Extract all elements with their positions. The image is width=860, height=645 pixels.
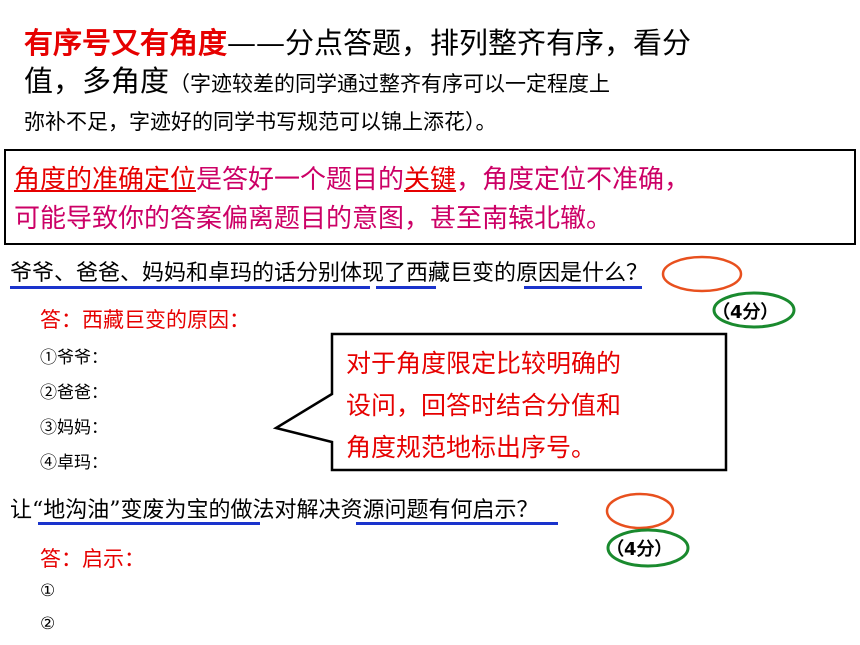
- key-note-box: 角度的准确定位是答好一个题目的关键，角度定位不准确， 可能导致你的答案偏离题目的…: [4, 149, 856, 245]
- key-note-text-1: 是答好一个题目的: [196, 165, 405, 195]
- question-1-item-2: ②爸爸：: [40, 383, 108, 403]
- question-1-circle-mark: [661, 255, 743, 293]
- intro-line-2-note: （字迹较差的同学通过整齐有序可以一定程度上: [169, 72, 611, 96]
- question-1-points-circle: [712, 291, 796, 329]
- callout-bubble: [272, 332, 728, 472]
- question-1-underline-1: [10, 286, 370, 289]
- callout-line-3: 角度规范地标出序号。: [346, 433, 597, 462]
- intro-line-2: 值，多角度（字迹较差的同学通过整齐有序可以一定程度上: [24, 62, 824, 103]
- question-1-underline-2: [376, 286, 436, 289]
- question-2-item-1: ①: [40, 581, 56, 601]
- question-2-item-2: ②: [40, 614, 56, 634]
- question-2-text: 让“地沟油”变废为宝的做法对解决资源问题有何启示？: [10, 498, 539, 523]
- intro-line-3: 弥补不足，字迹好的同学书写规范可以锦上添花）。: [24, 110, 497, 134]
- key-note-emphasis-2: 关键: [404, 165, 457, 195]
- callout-line-1: 对于角度限定比较明确的: [346, 349, 622, 378]
- intro-heading: 有序号又有角度: [24, 26, 228, 60]
- intro-paragraph: 有序号又有角度——分点答题，排列整齐有序，看分 值，多角度（字迹较差的同学通过整…: [24, 24, 824, 139]
- key-note-emphasis-1: 角度的准确定位: [14, 165, 197, 195]
- question-2-underline-1: [38, 522, 260, 525]
- question-1-item-1: ①爷爷：: [40, 348, 108, 368]
- intro-line-1-rest: ——分点答题，排列整齐有序，看分: [227, 26, 692, 60]
- intro-line-1: 有序号又有角度——分点答题，排列整齐有序，看分: [24, 24, 824, 62]
- question-1-item-4: ④卓玛：: [40, 453, 108, 473]
- question-1-answer-label: 答：西藏巨变的原因：: [40, 308, 250, 332]
- question-1-item-3: ③妈妈：: [40, 418, 108, 438]
- question-2-circle-mark: [605, 492, 675, 530]
- question-1-underline-3: [524, 286, 642, 289]
- intro-line-2-main: 值，多角度: [24, 64, 170, 98]
- question-2-points-circle: [606, 528, 690, 568]
- question-2-answer-label: 答：启示：: [40, 547, 145, 571]
- key-note-text-2: ，角度定位不准确，: [456, 165, 691, 195]
- callout-line-2: 设问，回答时结合分值和: [346, 391, 622, 420]
- question-1-text: 爷爷、爸爸、妈妈和卓玛的话分别体现了西藏巨变的原因是什么？: [10, 261, 649, 286]
- callout-text: 对于角度限定比较明确的 设问，回答时结合分值和 角度规范地标出序号。: [346, 343, 726, 469]
- question-2-points: （4分）: [606, 539, 673, 560]
- key-note-line-2: 可能导致你的答案偏离题目的意图，甚至南辕北辙。: [14, 204, 613, 234]
- question-2-underline-2: [356, 522, 558, 525]
- key-note-line-1: 角度的准确定位是答好一个题目的关键，角度定位不准确，: [14, 159, 690, 196]
- question-1-points: （4分）: [712, 302, 779, 323]
